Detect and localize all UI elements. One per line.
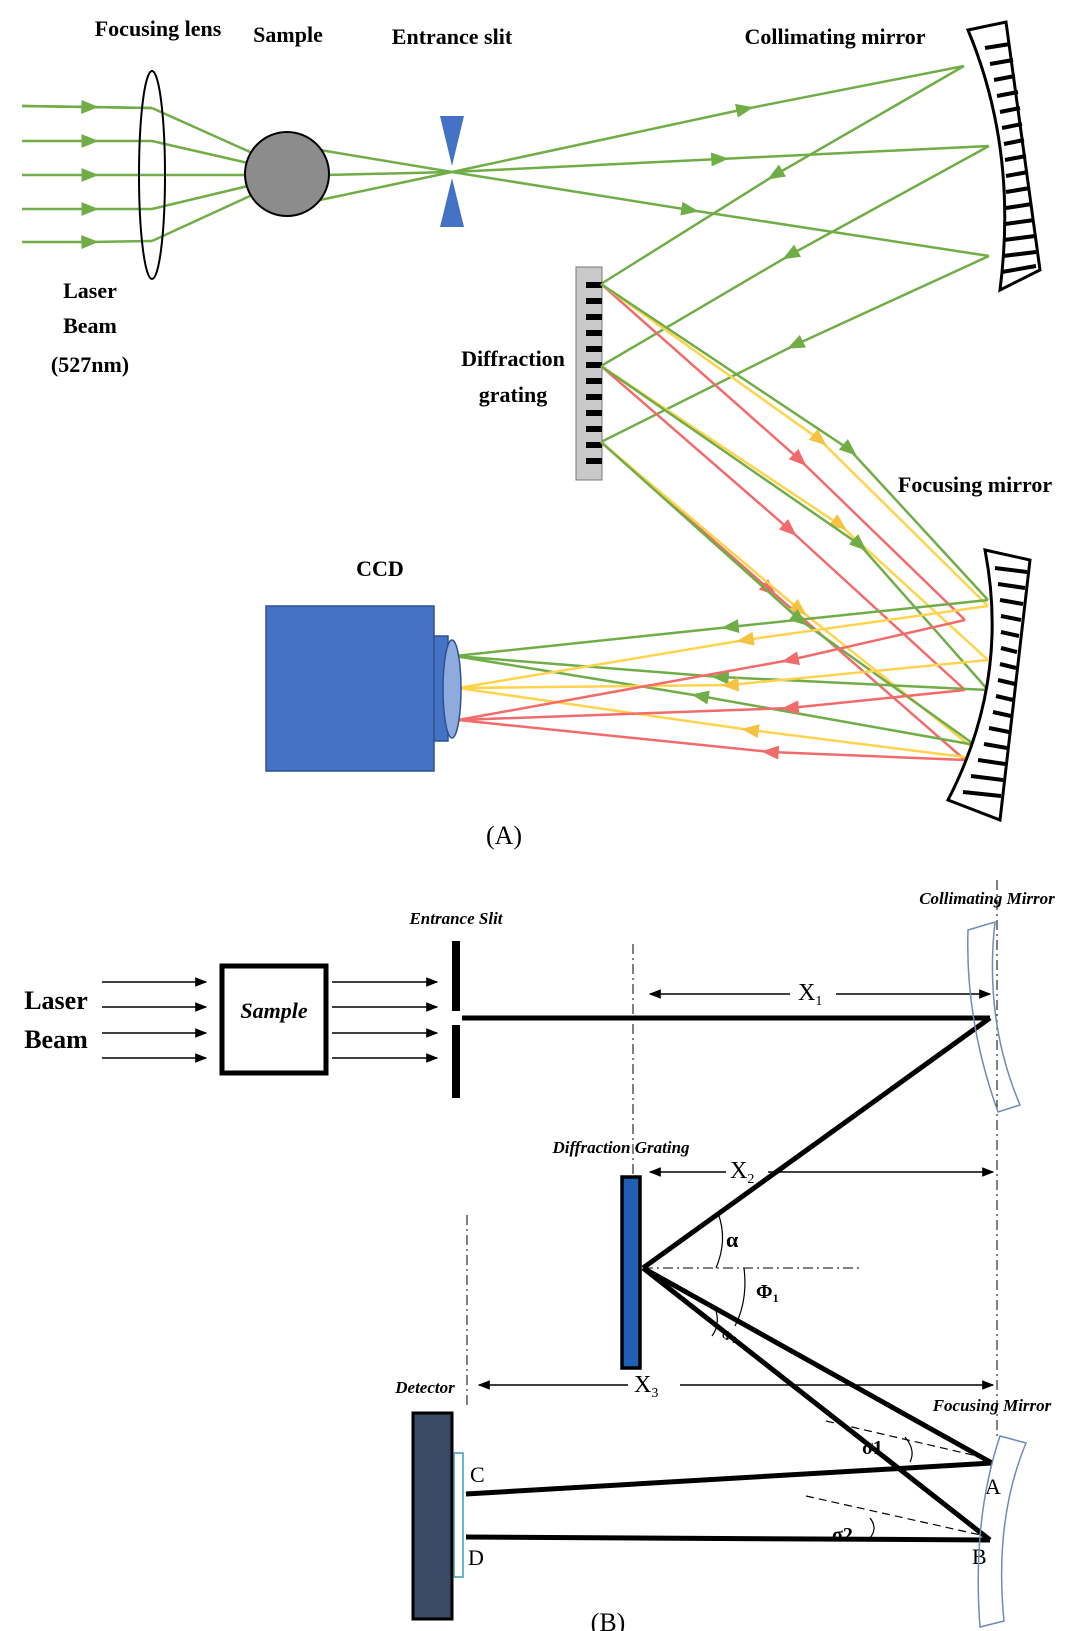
diffraction-grating-a xyxy=(575,266,603,481)
label-x3: X3 xyxy=(634,1372,658,1401)
focused-beams xyxy=(454,598,989,762)
label-focusing-mirror: Focusing mirror xyxy=(898,472,1052,497)
label-laser-line3: (527nm) xyxy=(51,352,129,377)
caption-a: (A) xyxy=(486,821,522,850)
diffraction-grating-b xyxy=(620,1175,642,1370)
incoming-laser-beams xyxy=(21,99,453,250)
label-focusing-lens: Focusing lens xyxy=(95,16,222,41)
focusing-mirror-b xyxy=(977,1435,1028,1628)
label-sample: Sample xyxy=(253,22,323,47)
label-point-d: D xyxy=(468,1545,484,1570)
panel-b: Entrance Slit Collimating Mirror Laser B… xyxy=(24,880,1055,1631)
reference-lines xyxy=(466,880,998,1440)
label-collimating-mirror-b: Collimating Mirror xyxy=(919,889,1055,908)
label-laser-line1: Laser xyxy=(63,278,117,303)
label-sigma1: σ1 xyxy=(862,1437,883,1459)
label-point-c: C xyxy=(470,1462,485,1487)
sample-sphere xyxy=(244,131,330,217)
entrance-slit xyxy=(440,116,464,227)
panel-a: Focusing lens Sample Entrance slit Colli… xyxy=(21,16,1052,850)
sample-box xyxy=(219,963,329,1076)
entrance-slit-b xyxy=(452,941,460,1098)
label-detector-b: Detector xyxy=(394,1378,455,1397)
caption-b: (B) xyxy=(591,1608,626,1631)
label-sigma2: σ2 xyxy=(832,1524,853,1546)
label-diffraction-line1: Diffraction xyxy=(461,346,565,371)
label-ccd: CCD xyxy=(356,556,404,581)
focusing-lens xyxy=(138,70,166,280)
collimating-mirror xyxy=(965,20,1042,293)
focusing-mirror-a xyxy=(945,548,1032,823)
label-phi1: Φ1 xyxy=(756,1281,779,1305)
label-laser-b: Laser xyxy=(24,986,88,1015)
label-collimating-mirror: Collimating mirror xyxy=(744,24,925,49)
label-diffraction-grating-b: Diffraction Grating xyxy=(551,1138,690,1157)
label-entrance-slit: Entrance slit xyxy=(392,24,513,49)
input-arrows xyxy=(102,977,439,1063)
label-point-a: A xyxy=(985,1474,1001,1499)
label-alpha: α xyxy=(726,1227,739,1252)
dimension-arrows xyxy=(477,989,995,1390)
label-entrance-slit-b: Entrance Slit xyxy=(408,909,503,928)
detector xyxy=(411,1411,464,1621)
label-x1: X1 xyxy=(798,980,822,1009)
label-beam-b: Beam xyxy=(24,1025,88,1054)
label-sample-b: Sample xyxy=(240,998,307,1023)
ccd-camera xyxy=(265,605,462,772)
optical-path-b xyxy=(462,1015,994,1543)
label-diffraction-line2: grating xyxy=(479,382,547,407)
angle-marks xyxy=(711,1212,991,1539)
label-phi2: Φ2 xyxy=(722,1329,737,1345)
label-laser-line2: Beam xyxy=(63,313,117,338)
collimating-mirror-b xyxy=(967,920,1022,1113)
label-x2: X2 xyxy=(730,1158,754,1187)
label-focusing-mirror-b: Focusing Mirror xyxy=(932,1396,1052,1415)
